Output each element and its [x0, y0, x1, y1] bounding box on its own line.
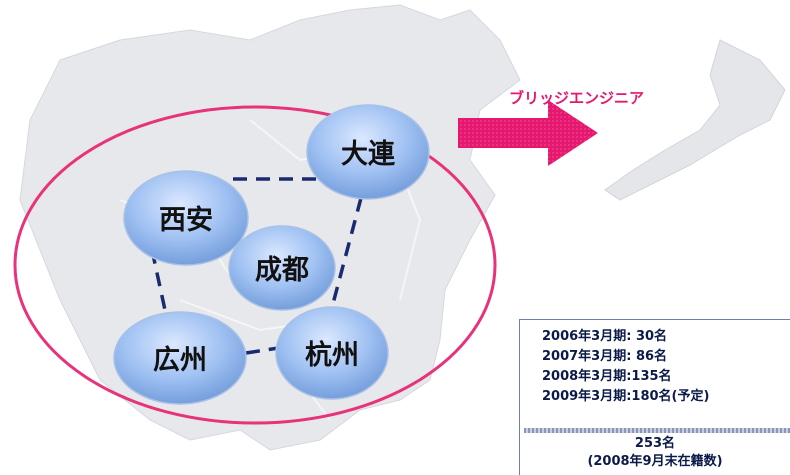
node-dalian: 大連 [306, 104, 430, 200]
china-region-oval [13, 105, 497, 425]
stats-line: 2007年3月期: 86名 [542, 349, 668, 364]
node-label-chengdu: 成都 [255, 255, 309, 286]
stats-lines: 2006年3月期: 30名 2007年3月期: 86名 2008年3月期:135… [542, 327, 709, 407]
stats-total-count: 253名 [634, 436, 676, 451]
node-hangzhou: 杭州 [275, 306, 389, 400]
line-xian-guangzhou [150, 249, 167, 311]
stats-total: 253名 (2008年9月末在籍数) [520, 435, 790, 471]
stats-divider [524, 428, 790, 433]
node-guangzhou: 広州 [113, 311, 247, 405]
arrow-label: ブリッジエンジニア [509, 89, 644, 107]
node-label-xian: 西安 [159, 205, 213, 236]
stats-line: 2006年3月期: 30名 [542, 329, 668, 344]
bridge-arrow [458, 100, 598, 166]
stats-box: 2006年3月期: 30名 2007年3月期: 86名 2008年3月期:135… [519, 319, 790, 475]
node-label-dalian: 大連 [341, 139, 396, 170]
stats-line: 2008年3月期:135名 [542, 369, 672, 384]
line-dalian-hangzhou [328, 197, 363, 316]
node-label-hangzhou: 杭州 [305, 339, 359, 371]
stats-line: 2009年3月期:180名(予定) [542, 389, 710, 404]
node-xian: 西安 [123, 170, 249, 266]
stats-total-note: (2008年9月末在籍数) [587, 454, 723, 469]
node-label-guangzhou: 広州 [153, 344, 207, 376]
node-chengdu: 成都 [228, 225, 336, 311]
japan-map-silhouette [604, 39, 786, 201]
